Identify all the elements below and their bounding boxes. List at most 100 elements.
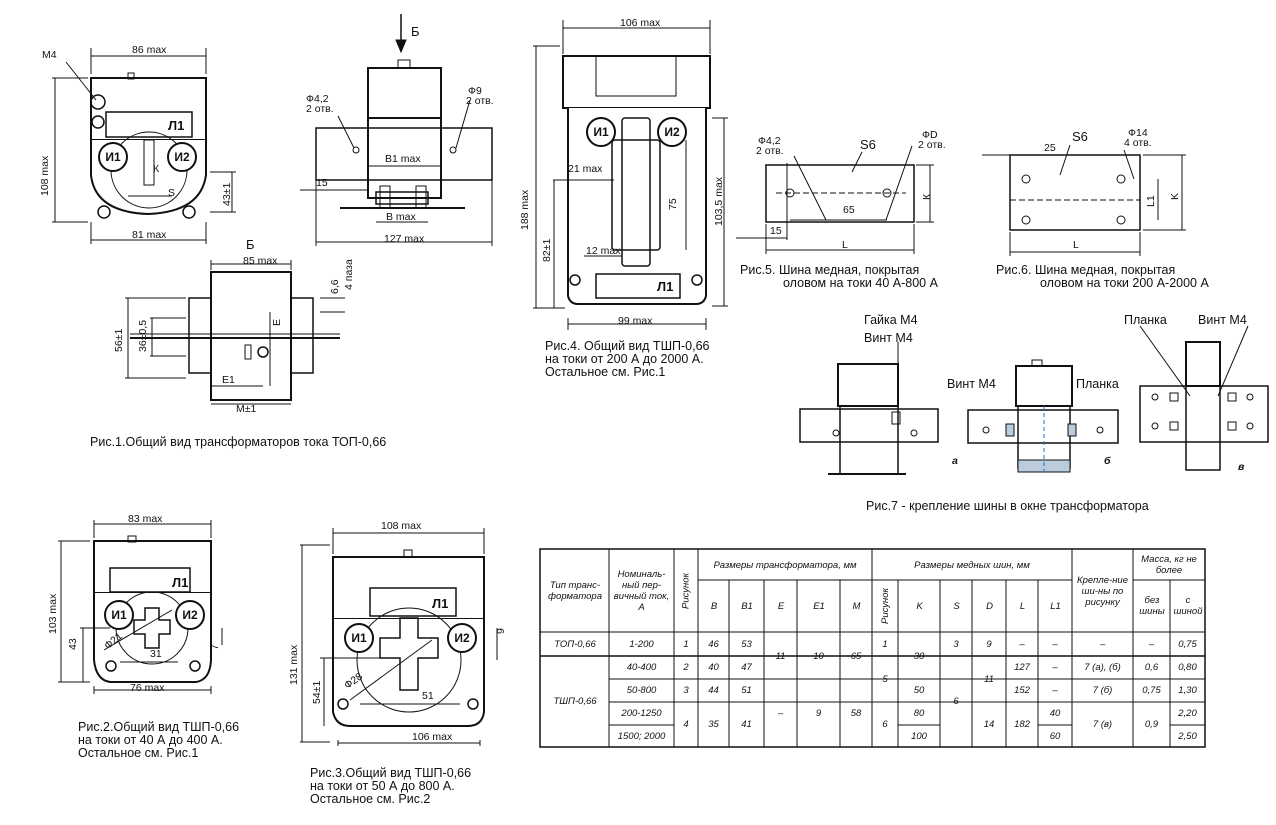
fig2-width-83: 83 max xyxy=(128,513,163,525)
td-fig2-r23: 5 xyxy=(882,673,888,685)
td-top-l1: – xyxy=(1052,639,1058,650)
fig1-dim-e: Е xyxy=(271,318,283,326)
td-r3-current: 50-800 xyxy=(626,685,657,696)
fig6-thickness-s6: S6 xyxy=(1072,129,1088,144)
th-e1: E1 xyxy=(813,600,825,612)
fig1-hole-dia-42: Ф4,2 xyxy=(306,93,329,105)
td-top-mass1: – xyxy=(1148,639,1155,650)
th-l1: L1 xyxy=(1050,600,1061,612)
th-d: D xyxy=(986,600,993,612)
fig6-dim-k: K xyxy=(1169,192,1181,200)
td-r3-k: 50 xyxy=(913,685,925,696)
fig1-slots-4: 4 паза xyxy=(343,259,355,290)
td-r5-l1: 60 xyxy=(1049,730,1061,742)
fig1-k-label: К xyxy=(153,163,160,175)
fig2-width-76: 76 max xyxy=(130,682,165,694)
fig1-height-56: 56±1 xyxy=(113,328,125,352)
th-group-busbar: Размеры медных шин, мм xyxy=(914,559,1030,571)
fig5-holes-2-right: 2 отв. xyxy=(918,139,946,151)
td-r3-mount: 7 (б) xyxy=(1092,685,1113,696)
fig3-l1-label: Л1 xyxy=(432,596,449,611)
td-top-b: 46 xyxy=(708,639,719,650)
fig1-dim-m: М±1 xyxy=(236,403,257,415)
th-m: M xyxy=(852,600,861,612)
th-mass-with: с шиной xyxy=(1173,595,1203,617)
fig2-l1-label: Л1 xyxy=(172,575,189,590)
fig1-holes-2-right: 2 отв. xyxy=(466,95,494,107)
fig2-height-43: 43 xyxy=(67,638,79,650)
td-m-top: 65 xyxy=(850,650,862,662)
td-r3-l: 152 xyxy=(1014,685,1030,696)
fig1-view-arrow-b: Б xyxy=(411,24,420,39)
td-r5-k: 100 xyxy=(911,730,927,742)
td-r3-b: 44 xyxy=(708,685,719,696)
td-top-current: 1-200 xyxy=(629,639,654,650)
td-r4-l1: 40 xyxy=(1049,708,1061,719)
td-r2-l1: – xyxy=(1052,662,1058,673)
td-r45-l: 182 xyxy=(1014,719,1030,730)
th-mount: Крепле-ние ши-ны по рисунку xyxy=(1077,574,1128,608)
td-r4-current: 200-1250 xyxy=(621,708,662,719)
fig2-dim-31: 31 xyxy=(150,648,162,660)
fig4-height-188: 188 max xyxy=(519,189,531,230)
fig1-width-81: 81 max xyxy=(132,229,167,241)
fig3-width-108: 108 max xyxy=(381,520,422,532)
td-k-top: 30 xyxy=(913,650,925,662)
fig7-mounting xyxy=(799,325,1269,475)
fig1-view-b-title: Б xyxy=(246,237,255,252)
fig3-dim-51: 51 xyxy=(422,690,434,702)
fig5-busbar xyxy=(736,145,934,254)
fig4-i2-terminal: И2 xyxy=(657,117,687,147)
fig5-dim-l: L xyxy=(842,239,848,251)
td-r2-b: 40 xyxy=(708,662,719,673)
fig1-caption: Рис.1.Общий вид трансформаторов тока ТОП… xyxy=(90,435,387,449)
fig3-height-131: 131 max xyxy=(288,644,300,685)
td-r45-e1: 9 xyxy=(815,707,822,719)
fig1-hole-dia-9: Ф9 xyxy=(468,85,482,97)
fig7-screw-m4-c: Винт М4 xyxy=(1198,313,1247,327)
td-r3-l1: – xyxy=(1052,685,1058,696)
fig4-height-82: 82±1 xyxy=(541,238,553,262)
td-r2-l: 127 xyxy=(1014,662,1030,673)
td-r45-b1: 41 xyxy=(741,719,752,730)
fig1-height-43: 43±1 xyxy=(221,182,233,206)
td-r45-mass1: 0,9 xyxy=(1144,719,1159,730)
td-r3-mass2: 1,30 xyxy=(1178,685,1197,696)
td-d-r23: 11 xyxy=(984,673,994,685)
td-top-d: 9 xyxy=(986,639,992,650)
th-figure2: Рисунок xyxy=(880,588,891,625)
fig1-side-view xyxy=(300,14,493,246)
fig6-dim-25: 25 xyxy=(1044,142,1056,154)
fig4-l1-label: Л1 xyxy=(657,279,674,294)
fig1-height-108: 108 max xyxy=(39,155,51,196)
fig5-dim-k: К xyxy=(921,193,933,200)
fig3-i1-terminal: И1 xyxy=(344,623,374,653)
td-r45-fig: 4 xyxy=(683,719,689,730)
fig7-screw-m4-a: Винт М4 xyxy=(864,331,913,345)
fig4-width-99: 99 max xyxy=(618,315,653,327)
td-top-type: ТОП-0,66 xyxy=(554,639,596,650)
fig5-dim-15: 15 xyxy=(770,225,782,237)
td-r3-b1: 51 xyxy=(741,685,752,696)
spec-table-grid xyxy=(539,548,1206,748)
th-k: K xyxy=(916,600,923,612)
fig4-drawing xyxy=(533,20,728,330)
td-r2-current: 40-400 xyxy=(626,662,657,673)
fig4-dim-21: 21 max xyxy=(568,163,603,175)
fig7-variant-a: а xyxy=(952,455,958,467)
td-r4-mass2: 2,20 xyxy=(1178,708,1197,719)
fig6-busbar xyxy=(982,144,1186,256)
fig1-view-b xyxy=(125,260,345,405)
th-group-mass: Масса, кг не более xyxy=(1141,554,1197,576)
td-top-l: – xyxy=(1019,639,1025,650)
td-top-b1: 53 xyxy=(741,639,752,650)
fig7-variant-c: в xyxy=(1238,461,1245,473)
td-r3-mass1: 0,75 xyxy=(1142,685,1161,696)
th-group-transformer: Размеры трансформатора, мм xyxy=(713,559,857,571)
fig5-dim-65: 65 xyxy=(843,204,855,216)
td-r4-k: 80 xyxy=(913,708,925,719)
fig7-screw-m4-b: Винт М4 xyxy=(947,377,996,391)
